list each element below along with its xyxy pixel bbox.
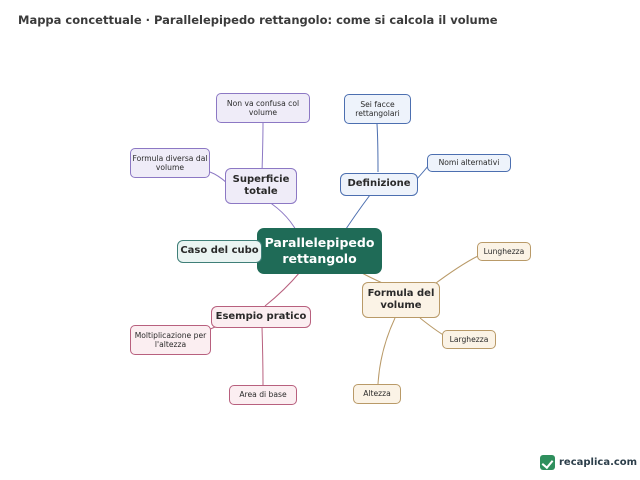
leaf-lunghezza: Lunghezza xyxy=(477,242,531,261)
leaf-sei-facce: Sei facce rettangolari xyxy=(344,94,411,124)
central-node: Parallelepipedo rettangolo xyxy=(257,228,382,274)
leaf-altezza: Altezza xyxy=(353,384,401,404)
leaf-area-di-base: Area di base xyxy=(229,385,297,405)
branch-definizione: Definizione xyxy=(340,173,418,196)
leaf-non-confusa: Non va confusa col volume xyxy=(216,93,310,123)
check-logo-icon xyxy=(540,455,555,470)
brand-logo-text: recaplica.com xyxy=(559,457,638,468)
branch-caso-del-cubo: Caso del cubo xyxy=(177,240,262,263)
link-area-base xyxy=(261,326,264,387)
link-sei-facce xyxy=(376,123,379,173)
leaf-nomi-alternativi: Nomi alternativi xyxy=(427,154,511,172)
link-esempio xyxy=(264,271,301,307)
link-altezza xyxy=(377,317,396,385)
leaf-larghezza: Larghezza xyxy=(442,330,496,349)
branch-formula-del-volume: Formula del volume xyxy=(362,282,440,318)
branch-esempio-pratico: Esempio pratico xyxy=(211,306,311,328)
leaf-moltiplicazione: Moltiplicazione per l'altezza xyxy=(130,325,211,355)
branch-superficie-totale: Superficie totale xyxy=(225,168,297,204)
link-non-confusa xyxy=(261,121,264,173)
page-title: Mappa concettuale · Parallelepipedo rett… xyxy=(18,13,498,27)
brand-logo[interactable]: recaplica.com xyxy=(540,455,637,470)
link-lunghezza xyxy=(431,255,479,287)
leaf-formula-diversa: Formula diversa dal volume xyxy=(130,148,210,178)
